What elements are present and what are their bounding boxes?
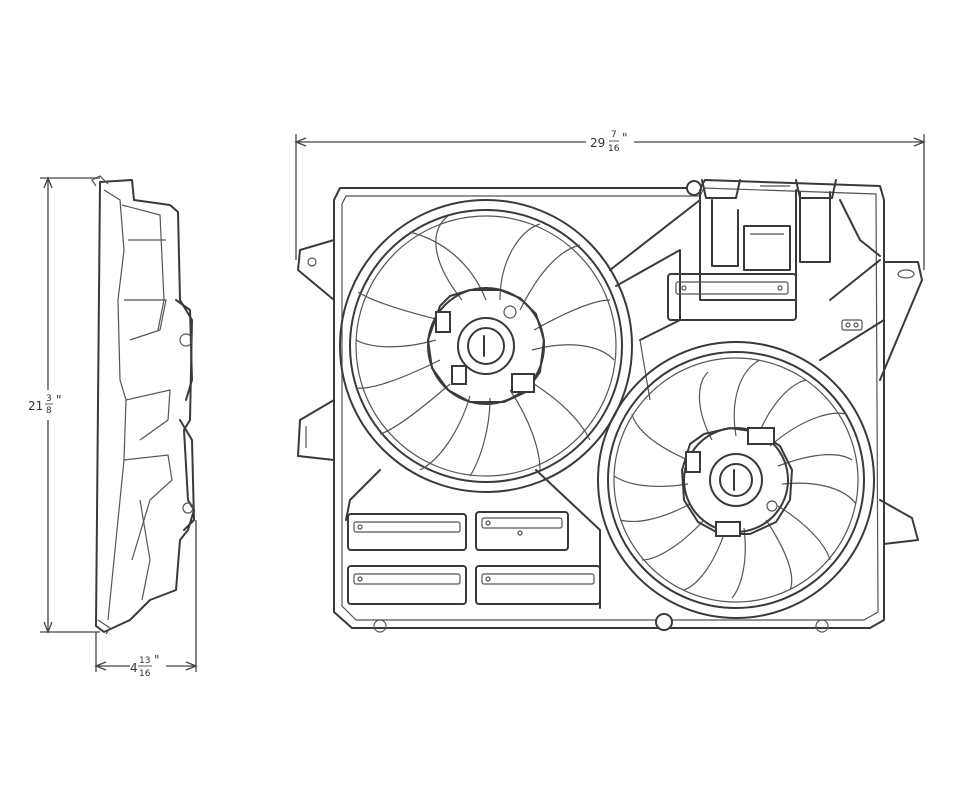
depth-dimension-line: [94, 520, 198, 672]
svg-text:": ": [154, 653, 160, 667]
side-view: [91, 175, 195, 635]
svg-text:": ": [56, 393, 62, 407]
svg-text:29: 29: [590, 136, 605, 150]
svg-text:": ": [622, 131, 628, 145]
height-dimension-line: [40, 176, 100, 634]
svg-text:3: 3: [46, 394, 52, 404]
left-fan: [339, 199, 633, 493]
height-dimension-label: 21 3 8 ": [28, 393, 62, 416]
width-dimension-line: [294, 134, 926, 270]
shroud-frame: [297, 179, 923, 633]
svg-text:16: 16: [608, 144, 620, 154]
svg-text:7: 7: [611, 130, 617, 140]
width-dimension-label: 29 7 16 ": [590, 130, 628, 154]
svg-text:13: 13: [139, 656, 150, 666]
depth-dimension-label: 4 13 16 ": [130, 653, 160, 679]
right-fan: [597, 341, 875, 619]
left-fan-blades: [355, 215, 615, 477]
svg-text:8: 8: [46, 406, 52, 416]
svg-text:4: 4: [130, 661, 138, 675]
svg-text:21: 21: [28, 399, 43, 413]
svg-text:16: 16: [139, 669, 151, 679]
